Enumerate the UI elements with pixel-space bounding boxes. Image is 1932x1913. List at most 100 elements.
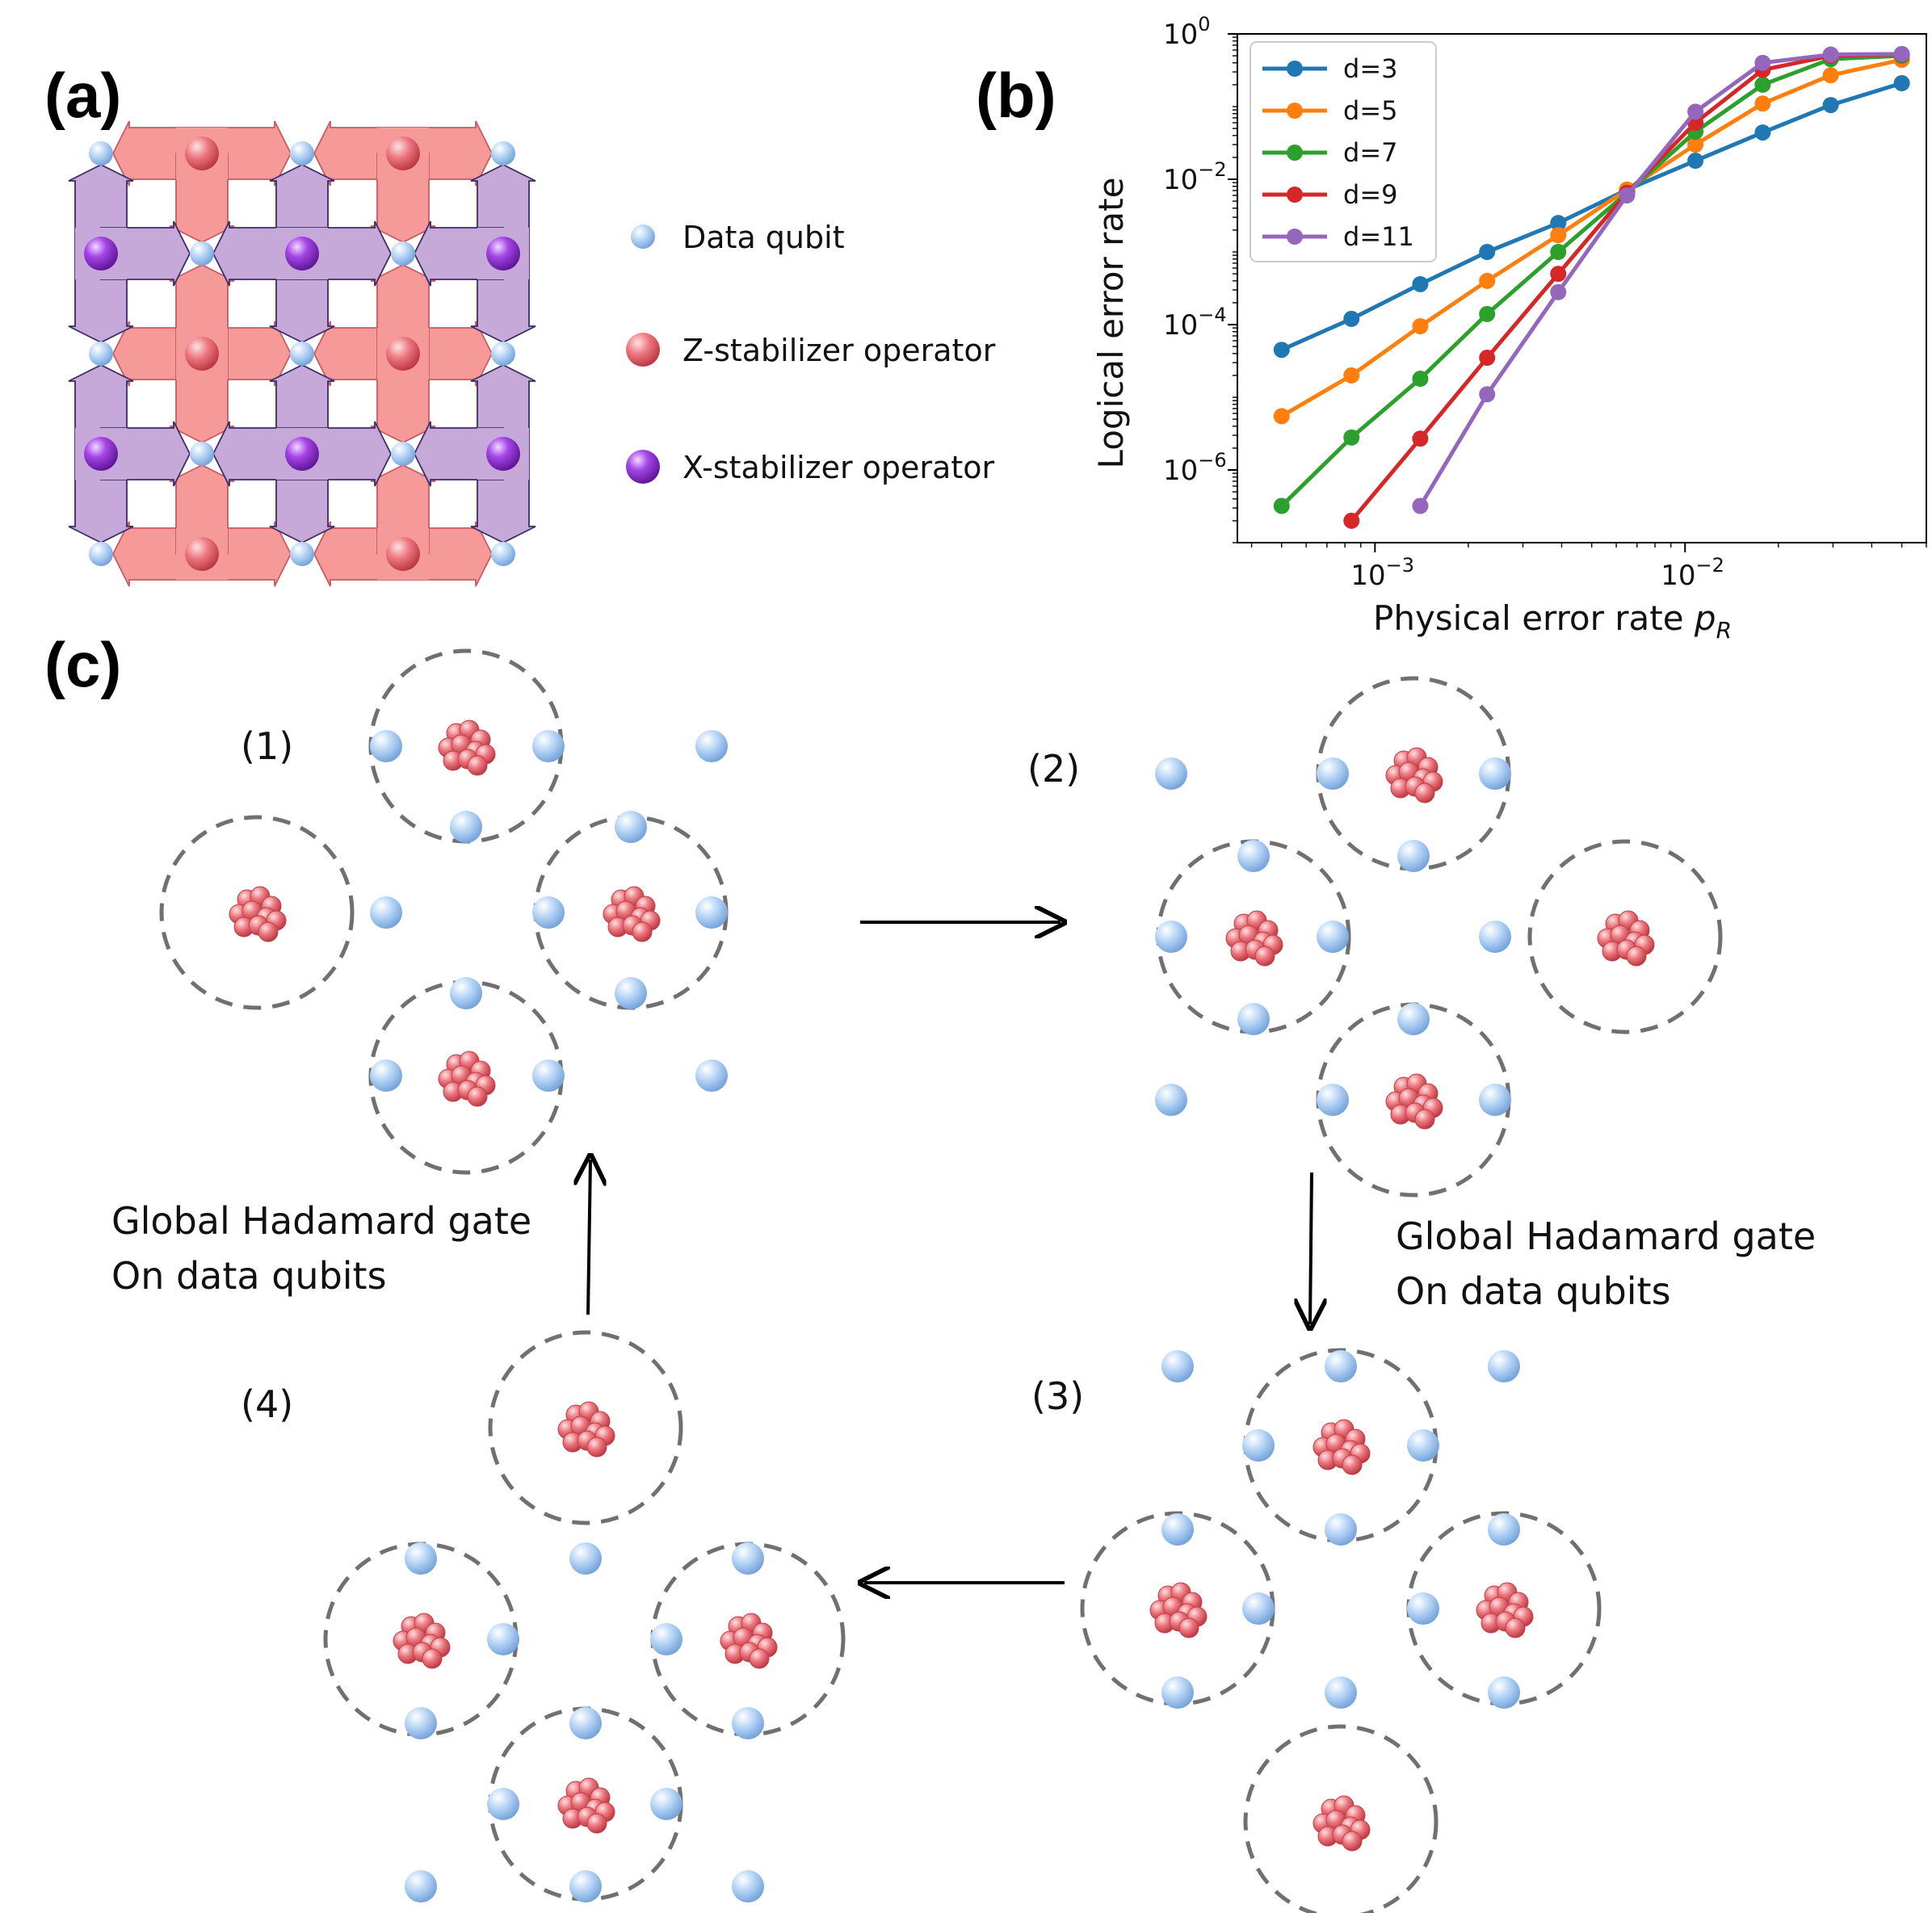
data-point <box>1412 318 1429 335</box>
ancilla-atom <box>1414 1109 1435 1130</box>
ancilla-atom <box>1178 1617 1199 1638</box>
data-qubit <box>487 1788 519 1820</box>
chart-legend-box <box>1250 41 1437 262</box>
data-qubit <box>1479 921 1511 953</box>
x-tick-label: 10−2 <box>1661 554 1724 592</box>
data-qubit <box>615 977 647 1009</box>
data-point <box>1822 46 1839 63</box>
z-plaquette-top <box>111 120 292 244</box>
data-point <box>1479 350 1496 367</box>
x-stabilizer-qubit <box>285 437 319 471</box>
z-stabilizer-qubit <box>386 537 420 571</box>
ancilla-atom-cluster <box>393 1613 451 1669</box>
data-point <box>1687 103 1704 120</box>
data-qubit <box>1407 1429 1439 1462</box>
y-tick-label: 100 <box>1163 13 1211 51</box>
data-qubit <box>569 1870 602 1903</box>
data-qubit <box>1155 757 1187 790</box>
data-point <box>1479 386 1496 403</box>
ancilla-atom-cluster <box>1149 1582 1208 1638</box>
x-plaquette-left <box>68 363 191 544</box>
stabilizer-cycle-diagram: (1) (2) (3) (4) Global Hadamard gate On … <box>111 648 1816 1913</box>
data-qubit <box>370 896 402 929</box>
data-point <box>1822 67 1839 84</box>
data-qubit <box>491 342 515 366</box>
legend-entry: d=5 <box>1343 95 1397 126</box>
x-plaquette-left <box>68 163 191 344</box>
data-qubit <box>732 1870 764 1903</box>
data-qubit <box>405 1707 437 1739</box>
data-qubit <box>190 442 214 466</box>
series-d=5 <box>1273 52 1910 425</box>
data-qubit <box>1397 840 1430 872</box>
data-qubit <box>1488 1676 1520 1709</box>
data-qubit <box>1317 921 1349 953</box>
x-stabilizer-qubit <box>486 237 520 271</box>
data-qubit <box>391 442 415 466</box>
data-point <box>1550 244 1567 260</box>
data-qubit <box>732 1542 764 1575</box>
ancilla-atom <box>1342 1831 1363 1852</box>
data-qubit <box>1488 1350 1520 1382</box>
data-point <box>1343 310 1360 327</box>
panel-label-c: (c) <box>44 629 121 700</box>
data-point <box>1273 497 1290 514</box>
data-qubit <box>1479 757 1511 790</box>
data-qubit <box>1317 757 1349 790</box>
data-qubit <box>1237 1003 1270 1035</box>
surface-code-lattice <box>68 120 536 587</box>
legend-z-stabilizer-label: Z-stabilizer operator <box>682 333 996 368</box>
data-qubit <box>732 1707 764 1739</box>
data-point <box>1550 215 1567 232</box>
data-qubit <box>1325 1350 1357 1382</box>
data-qubit <box>391 241 415 266</box>
ancilla-atom-cluster <box>1476 1582 1534 1638</box>
series-d=11 <box>1412 45 1910 514</box>
interaction-zone <box>488 1330 683 1525</box>
data-qubit <box>450 811 482 843</box>
interaction-zone <box>159 815 355 1010</box>
data-point <box>1893 75 1910 92</box>
ancilla-atom-cluster <box>438 719 496 776</box>
chart-x-axis-label: Physical error rate pR <box>1373 598 1732 644</box>
data-qubit <box>491 141 515 166</box>
data-qubit <box>532 730 565 762</box>
legend-entry: d=3 <box>1343 53 1397 84</box>
data-qubit <box>532 896 565 929</box>
ancilla-atom <box>632 921 653 942</box>
hadamard-caption-right-line2: On data qubits <box>1396 1269 1671 1313</box>
ancilla-atom <box>1505 1617 1526 1638</box>
x-stabilizer-qubit <box>84 437 118 471</box>
z-stabilizer-qubit <box>185 337 219 371</box>
panel-label-a: (a) <box>44 60 121 131</box>
data-qubit <box>405 1870 437 1903</box>
data-qubit <box>615 811 647 843</box>
data-qubit <box>695 896 728 929</box>
data-qubit <box>1479 1084 1511 1116</box>
panel-label-b: (b) <box>976 60 1056 131</box>
data-point <box>1343 429 1360 446</box>
data-qubit <box>290 542 314 566</box>
ancilla-atom <box>467 755 488 776</box>
data-qubit <box>89 342 113 366</box>
chart-plot-area <box>1237 33 1927 543</box>
data-qubit <box>89 141 113 166</box>
data-point <box>1273 342 1290 359</box>
hadamard-caption-left-line1: Global Hadamard gate <box>111 1199 531 1243</box>
ancilla-atom <box>422 1648 443 1669</box>
chart-legend: d=3d=5d=7d=9d=11 <box>1250 41 1437 262</box>
data-point <box>1412 430 1429 447</box>
data-point <box>1754 76 1771 93</box>
z-stabilizer-qubit <box>185 537 219 571</box>
data-qubit <box>1242 1592 1275 1625</box>
legend-marker <box>1287 187 1303 203</box>
ancilla-atom <box>586 1437 607 1458</box>
data-point <box>1412 371 1429 388</box>
data-qubit <box>487 1623 519 1655</box>
series-line <box>1280 81 1903 352</box>
ancilla-atom-cluster <box>720 1613 778 1669</box>
legend-z-stabilizer-marker <box>626 333 660 367</box>
legend-x-stabilizer-label: X-stabilizer operator <box>682 450 994 485</box>
z-stabilizer-qubit <box>386 136 420 170</box>
data-qubit <box>1161 1350 1194 1382</box>
